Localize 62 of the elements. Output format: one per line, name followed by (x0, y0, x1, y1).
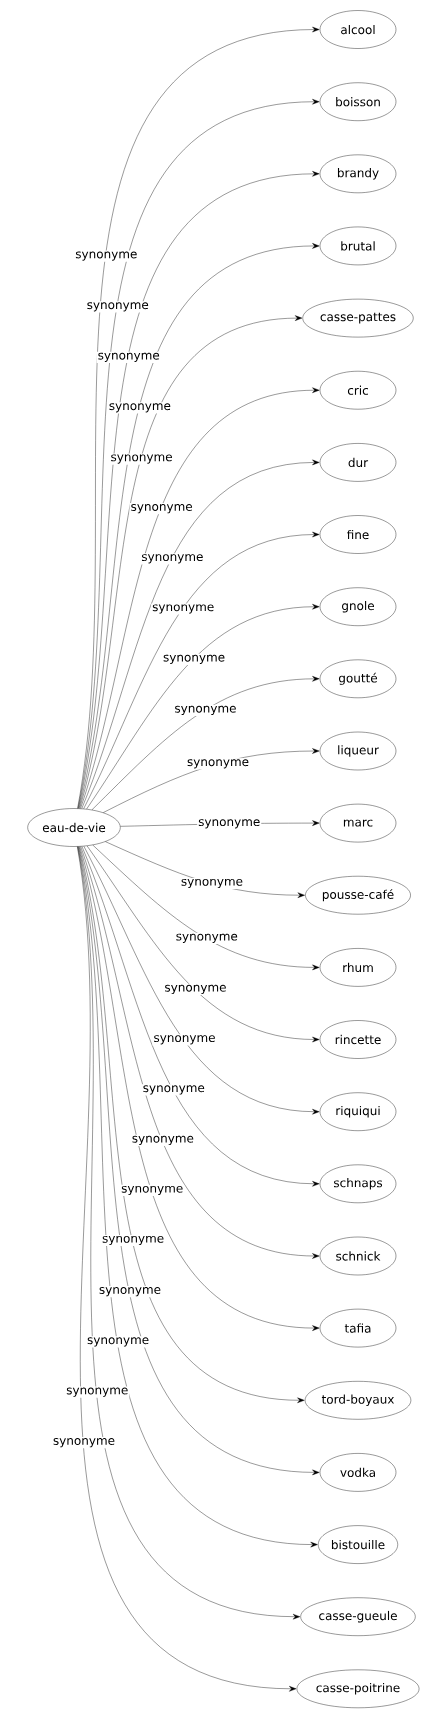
ellipse-node: dur (319, 443, 397, 482)
ellipse-node: tord-boyaux (304, 1381, 412, 1420)
edge-label: synonyme (163, 983, 228, 996)
arrow (91, 676, 320, 810)
arrow (81, 846, 320, 1187)
edge-label: synonyme (130, 1134, 195, 1147)
edge-label: synonyme (162, 653, 227, 665)
ellipse-node: goutté (319, 659, 397, 698)
ellipse-node: boisson (319, 82, 397, 121)
ellipse-node: alcool (319, 10, 397, 49)
edge-label: synonyme (86, 1336, 151, 1348)
ellipse-node: cric (319, 371, 397, 410)
arrow (81, 459, 320, 809)
edge-label: synonyme (141, 1084, 206, 1096)
ellipse-node: schnaps (319, 1164, 397, 1203)
edge-label: synonyme (74, 250, 139, 262)
arrow (80, 387, 320, 809)
ellipse-node: marc (319, 803, 397, 843)
ellipse-node: casse-poitrine (296, 1669, 420, 1708)
edge-label: synonyme (140, 553, 205, 565)
arrow (83, 531, 320, 809)
edge-label: synonyme (151, 603, 216, 615)
arrow (86, 603, 320, 810)
ellipse-node: schnick (319, 1236, 397, 1276)
ellipse-node: fine (319, 515, 397, 554)
ellipse-node: gnole (319, 587, 397, 626)
ellipse-node: rhum (319, 948, 397, 987)
arrow (79, 315, 303, 809)
arrow (78, 846, 305, 1404)
edge-label: synonyme (174, 932, 239, 944)
ellipse-node: eau-de-vie (27, 808, 121, 847)
edge-label: synonyme (109, 453, 174, 465)
edge-label: synonyme (179, 877, 244, 890)
arrow (86, 845, 320, 1043)
edge-label: synonyme (51, 1437, 117, 1449)
ellipse-node: tafia (319, 1308, 397, 1348)
edge-label: synonyme (85, 301, 150, 313)
arrow (83, 846, 320, 1115)
ellipse-node: vodka (319, 1453, 397, 1492)
arrow (80, 846, 320, 1259)
arrow (92, 844, 320, 971)
ellipse-node: casse-gueule (300, 1597, 416, 1636)
edge-label: synonyme (173, 704, 238, 716)
ellipse-node: pousse-café (305, 876, 411, 915)
arrow (79, 846, 320, 1331)
ellipse-node: brutal (319, 226, 397, 266)
edge-label: synonyme (152, 1034, 217, 1046)
edge-label: synonyme (197, 818, 262, 830)
edge-label: synonyme (96, 351, 161, 363)
ellipse-node: bistouille (318, 1525, 398, 1564)
edge-label: synonyme (120, 1184, 185, 1197)
edge-label: synonyme (129, 503, 194, 515)
ellipse-node: rincette (319, 1020, 397, 1059)
ellipse-node: brandy (319, 154, 397, 193)
ellipse-node: riquiqui (319, 1092, 397, 1131)
edge-label: synonyme (185, 758, 251, 770)
edge-label: synonyme (101, 1234, 166, 1247)
ellipse-node: liqueur (319, 731, 397, 771)
edge-label: synonyme (97, 1286, 162, 1298)
edge-label: synonyme (107, 402, 172, 414)
edge-label: synonyme (65, 1386, 130, 1398)
ellipse-node: casse-pattes (302, 298, 414, 338)
